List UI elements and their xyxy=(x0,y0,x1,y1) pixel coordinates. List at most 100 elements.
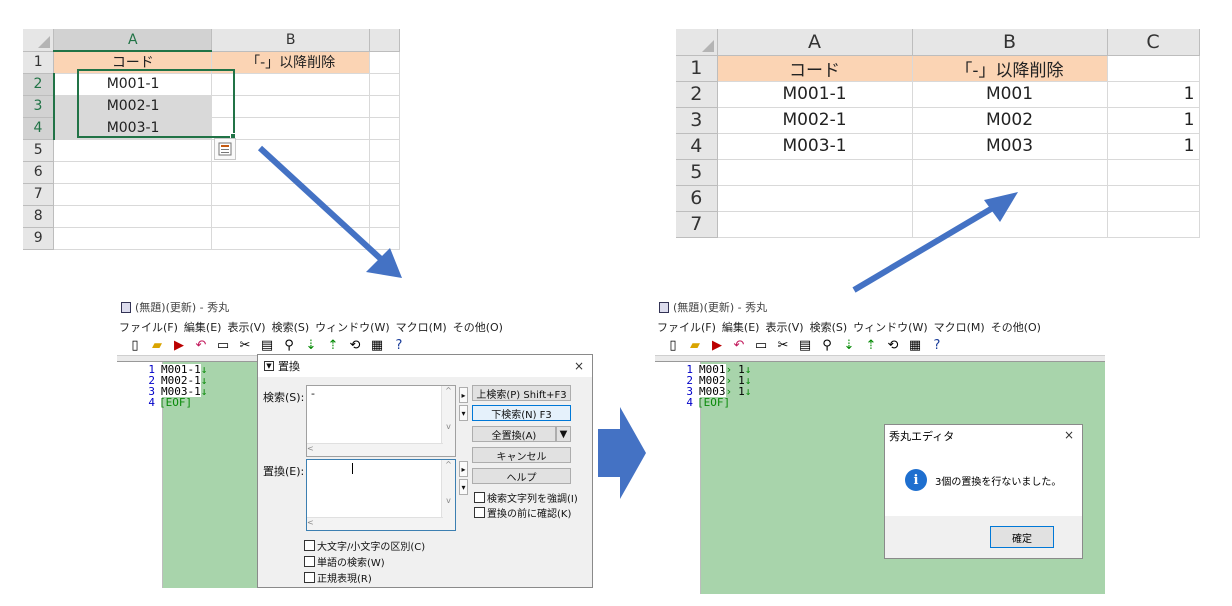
cell[interactable] xyxy=(53,183,213,206)
row-header[interactable]: 5 xyxy=(676,159,718,186)
cut-icon[interactable]: ✂ xyxy=(777,338,789,353)
open-folder-icon[interactable]: ▰ xyxy=(152,338,162,353)
row-header[interactable]: 5 xyxy=(23,139,55,162)
cell[interactable] xyxy=(53,227,213,250)
search-up-icon[interactable]: ⇡ xyxy=(327,338,339,353)
cell[interactable] xyxy=(1107,185,1200,212)
replace-history-arrow[interactable]: ▾ xyxy=(459,479,468,495)
row-header[interactable]: 7 xyxy=(676,211,718,238)
menu-file[interactable]: ファイル(F) xyxy=(119,321,178,334)
search-down-icon[interactable]: ⇣ xyxy=(305,338,317,353)
replace-input-scrollbar[interactable]: ^v xyxy=(441,460,455,530)
help-icon[interactable]: ? xyxy=(933,338,941,353)
undo-icon[interactable]: ↶ xyxy=(195,338,207,353)
save-icon[interactable]: ▶ xyxy=(174,338,184,353)
cell[interactable] xyxy=(369,95,400,118)
column-header-c[interactable] xyxy=(369,29,400,52)
menu-window[interactable]: ウィンドウ(W) xyxy=(315,321,390,334)
menu-macro[interactable]: マクロ(M) xyxy=(933,321,985,334)
window-list-icon[interactable]: ▦ xyxy=(908,338,922,353)
cell-c2[interactable]: 1 xyxy=(1107,81,1200,108)
cell[interactable] xyxy=(369,117,400,140)
row-header[interactable]: 6 xyxy=(23,161,55,184)
text-line[interactable]: 1 M001 › 1 ↓ xyxy=(655,364,751,375)
cell-b3[interactable] xyxy=(211,95,371,118)
column-header-b[interactable]: B xyxy=(912,29,1108,56)
menu-search[interactable]: 検索(S) xyxy=(271,321,310,334)
column-header-a[interactable]: A xyxy=(53,29,213,52)
row-header[interactable]: 2 xyxy=(676,81,718,108)
row-header[interactable]: 7 xyxy=(23,183,55,206)
cell-b1[interactable]: 「-」以降削除 xyxy=(211,51,371,74)
help-button[interactable]: ヘルプ xyxy=(472,468,571,484)
regex-checkbox[interactable]: 正規表現(R) xyxy=(304,570,372,585)
search-input-hscrollbar[interactable]: < xyxy=(307,443,443,456)
cell[interactable] xyxy=(369,51,400,74)
new-file-icon[interactable]: ▯ xyxy=(131,338,139,353)
cell[interactable] xyxy=(369,183,400,206)
cell-b2[interactable] xyxy=(211,73,371,96)
search-down-icon[interactable]: ⇣ xyxy=(843,338,855,353)
cell-c1[interactable] xyxy=(1107,55,1200,82)
cell-a1[interactable]: コード xyxy=(717,55,913,82)
replace-icon[interactable]: ⟲ xyxy=(349,338,361,353)
cell-b4[interactable] xyxy=(211,117,371,140)
cell[interactable] xyxy=(912,159,1108,186)
highlight-search-checkbox[interactable]: 検索文字列を強調(I) xyxy=(474,490,578,505)
cell[interactable] xyxy=(211,227,371,250)
word-search-checkbox[interactable]: 単語の検索(W) xyxy=(304,554,385,569)
text-line[interactable]: 2 M002-1 ↓ xyxy=(117,375,207,386)
cell-c3[interactable]: 1 xyxy=(1107,107,1200,134)
menu-file[interactable]: ファイル(F) xyxy=(657,321,716,334)
menu-search[interactable]: 検索(S) xyxy=(809,321,848,334)
dropdown-icon[interactable]: ▼ xyxy=(264,361,274,371)
cell[interactable] xyxy=(53,161,213,184)
copy-icon[interactable]: ▭ xyxy=(216,338,230,353)
window-list-icon[interactable]: ▦ xyxy=(370,338,384,353)
search-up-icon[interactable]: ⇡ xyxy=(865,338,877,353)
replace-input[interactable]: ^v < xyxy=(306,459,456,531)
row-header[interactable]: 1 xyxy=(23,51,55,74)
row-header[interactable]: 6 xyxy=(676,185,718,212)
ok-button[interactable]: 確定 xyxy=(990,526,1054,548)
menu-other[interactable]: その他(O) xyxy=(452,321,503,334)
cell[interactable] xyxy=(53,139,213,162)
row-header[interactable]: 1 xyxy=(676,55,718,82)
text-line[interactable]: 1 M001-1 ↓ xyxy=(117,364,207,375)
menu-macro[interactable]: マクロ(M) xyxy=(395,321,447,334)
menu-view[interactable]: 表示(V) xyxy=(765,321,804,334)
close-icon[interactable]: × xyxy=(1063,428,1074,442)
new-file-icon[interactable]: ▯ xyxy=(669,338,677,353)
text-line[interactable]: 2 M002 › 1 ↓ xyxy=(655,375,751,386)
save-icon[interactable]: ▶ xyxy=(712,338,722,353)
search-history-button[interactable]: ▸ xyxy=(459,387,468,403)
cell-a4[interactable]: M003-1 xyxy=(53,117,213,140)
cell[interactable] xyxy=(1107,211,1200,238)
select-all-corner[interactable] xyxy=(676,29,718,56)
copy-icon[interactable]: ▭ xyxy=(754,338,768,353)
cell[interactable] xyxy=(369,73,400,96)
search-down-button[interactable]: 下検索(N) F3 xyxy=(472,405,571,421)
menu-edit[interactable]: 編集(E) xyxy=(183,321,222,334)
cell-b2[interactable]: M001 xyxy=(912,81,1108,108)
text-line[interactable]: 3 M003-1 ↓ xyxy=(117,386,207,397)
replace-all-dropdown-icon[interactable]: ▼ xyxy=(556,426,571,442)
cell[interactable] xyxy=(369,139,400,162)
row-header[interactable]: 4 xyxy=(676,133,718,160)
cell-b1[interactable]: 「-」以降削除 xyxy=(912,55,1108,82)
text-line[interactable]: 4 [EOF] xyxy=(117,397,207,408)
cell[interactable] xyxy=(717,211,913,238)
cell-a2[interactable]: M001-1 xyxy=(53,73,213,96)
replace-all-button[interactable]: 全置換(A) xyxy=(472,426,556,442)
cancel-button[interactable]: キャンセル xyxy=(472,447,571,463)
cell[interactable] xyxy=(1107,159,1200,186)
column-header-a[interactable]: A xyxy=(717,29,913,56)
close-icon[interactable]: × xyxy=(573,359,584,373)
text-line[interactable]: 4 [EOF] xyxy=(655,397,751,408)
cell[interactable] xyxy=(53,205,213,228)
cell[interactable] xyxy=(717,159,913,186)
cell-a3[interactable]: M002-1 xyxy=(717,107,913,134)
cell-c4[interactable]: 1 xyxy=(1107,133,1200,160)
cell-a2[interactable]: M001-1 xyxy=(717,81,913,108)
row-header[interactable]: 9 xyxy=(23,227,55,250)
